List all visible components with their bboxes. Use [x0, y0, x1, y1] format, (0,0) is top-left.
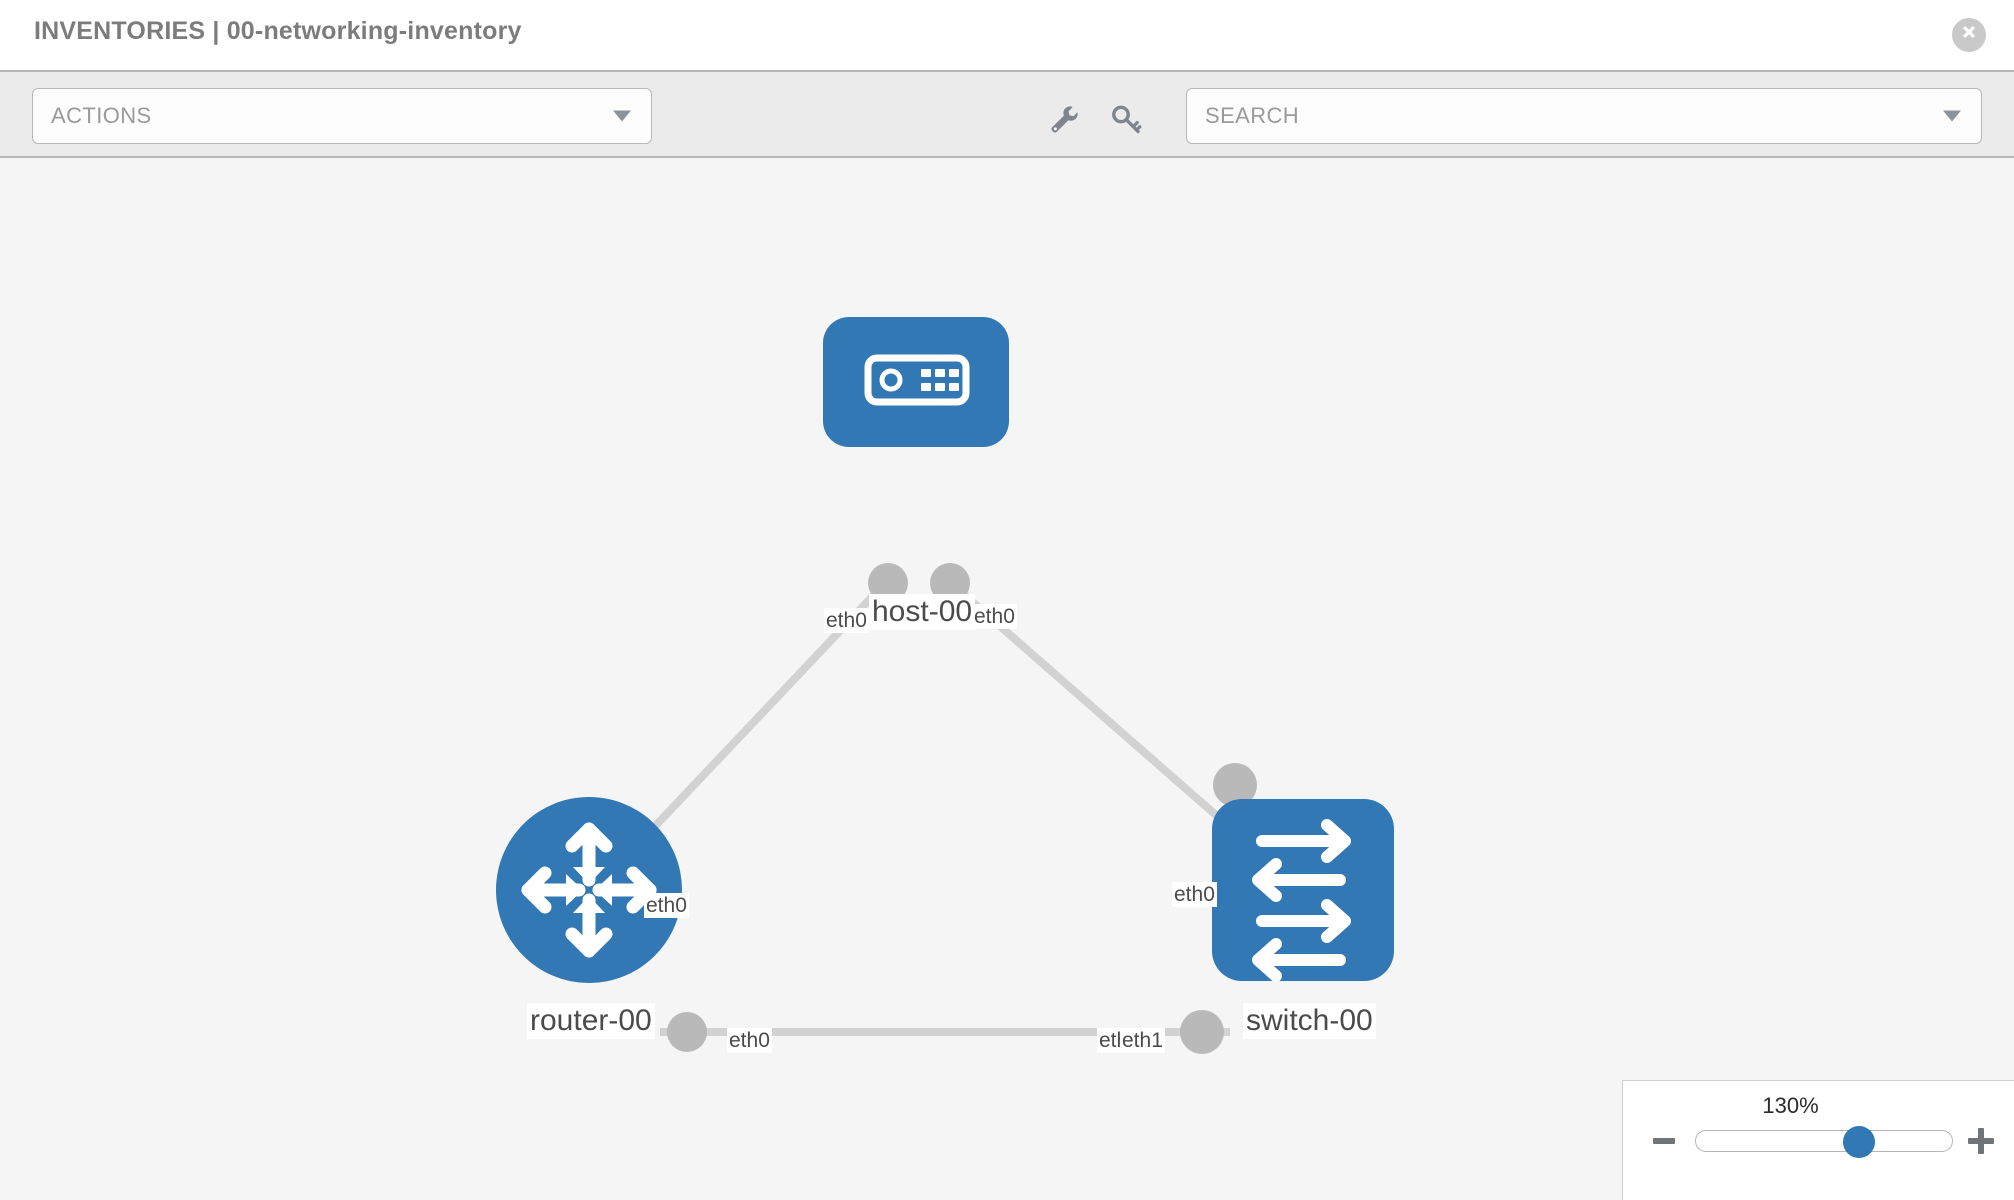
- socket-host00-right: [930, 563, 970, 603]
- minus-icon[interactable]: [1653, 1138, 1675, 1144]
- edge-label: eth0: [824, 608, 869, 633]
- actions-dropdown-label: ACTIONS: [51, 103, 152, 128]
- socket-switch00-nw: [1213, 763, 1257, 807]
- zoom-slider-thumb[interactable]: [1843, 1126, 1875, 1158]
- plus-icon[interactable]: [1968, 1128, 1994, 1154]
- node-switch-00: [1212, 799, 1394, 982]
- close-icon[interactable]: [1952, 18, 1986, 52]
- topology-canvas[interactable]: eth0 eth0 eth0 eth0 eth0 eth0 eth1 host-…: [0, 158, 2014, 1200]
- search-input[interactable]: SEARCH: [1186, 88, 1982, 144]
- topology-links: [622, 574, 1268, 1036]
- node-host-00: [823, 317, 1009, 447]
- topology-graph: [496, 317, 1394, 1054]
- edge-label: eth1: [1120, 1028, 1165, 1053]
- node-label-switch-00: switch-00: [1243, 1003, 1376, 1039]
- page-header: INVENTORIES | 00-networking-inventory: [0, 0, 2014, 70]
- zoom-control-panel: 130%: [1622, 1080, 2014, 1200]
- zoom-slider[interactable]: [1695, 1126, 1953, 1158]
- edge-label: eth0: [644, 893, 689, 918]
- edge-label: eth0: [1172, 882, 1217, 907]
- socket-router00-east: [667, 1012, 707, 1052]
- socket-host00-left: [868, 563, 908, 603]
- edge-label: eth0: [972, 604, 1017, 629]
- toolbar: ACTIONS SEARCH: [0, 70, 2014, 158]
- node-label-host-00: host-00: [869, 594, 976, 630]
- socket-switch00-west: [1180, 1010, 1224, 1054]
- actions-dropdown[interactable]: ACTIONS: [32, 88, 652, 144]
- zoom-level-value: 130%: [1762, 1093, 1819, 1118]
- edge-label: eth0: [727, 1028, 772, 1053]
- page-title: INVENTORIES | 00-networking-inventory: [34, 17, 522, 45]
- search-placeholder: SEARCH: [1205, 103, 1300, 128]
- key-icon[interactable]: [1108, 102, 1144, 138]
- node-router-00: [496, 797, 682, 983]
- node-label-router-00: router-00: [527, 1003, 655, 1039]
- chevron-down-icon: [1943, 110, 1961, 122]
- chevron-down-icon: [613, 110, 631, 122]
- wrench-icon[interactable]: [1046, 102, 1082, 138]
- topology-sockets: [667, 563, 1257, 1054]
